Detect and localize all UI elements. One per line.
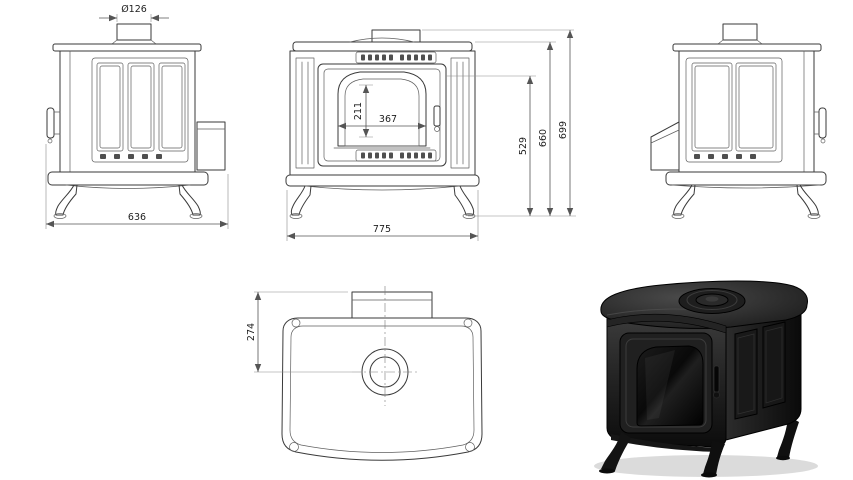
dim-glass-height: 211	[353, 102, 364, 120]
dim-flue-diameter: Ø126	[121, 4, 147, 15]
door-handle-front	[433, 105, 441, 132]
right-side-view	[650, 23, 827, 219]
glass-reflection	[645, 350, 675, 420]
dim-total-height: 699	[558, 121, 569, 139]
side-vent-slots-right	[694, 154, 756, 159]
right-pilaster	[450, 57, 470, 169]
depth-dimension: 636	[45, 144, 229, 229]
dim-door-top-height: 529	[518, 137, 529, 155]
door-front	[317, 63, 447, 167]
bottom-apron-3d	[611, 434, 722, 452]
front-right-leg	[703, 440, 725, 475]
stove-body-right	[672, 43, 822, 173]
height-dimensions: 529 660 699	[422, 29, 576, 217]
stove-product-photo	[594, 280, 818, 478]
door-handle-side	[46, 107, 61, 144]
door-handle-right	[813, 107, 827, 144]
left-side-view: Ø126	[45, 4, 229, 229]
round-cook-lid	[678, 288, 746, 314]
stove-body-side	[52, 43, 202, 173]
flue-opening-top	[352, 286, 418, 406]
stove-body-front	[289, 37, 476, 176]
top-plate-outline	[281, 317, 483, 461]
side-vent-slots	[100, 154, 162, 159]
lower-vent-grille	[355, 149, 437, 162]
base-and-legs-right	[665, 171, 827, 219]
rear-shield-top	[351, 291, 433, 319]
dim-flue-rear-offset: 274	[246, 323, 257, 341]
dim-width: 775	[373, 224, 391, 235]
left-pilaster	[295, 57, 315, 169]
rear-heat-shield-side	[196, 121, 226, 171]
width-dimension: 775	[286, 190, 479, 241]
base-and-legs-side	[47, 171, 209, 219]
front-left-leg	[601, 432, 631, 471]
rear-right-leg	[777, 416, 799, 458]
front-view: 211 367 529 660 699 775	[285, 29, 576, 241]
upper-vent-grille	[355, 51, 437, 64]
front-crown	[606, 313, 727, 334]
top-view: 274	[246, 286, 483, 461]
glass-height-dimension: 211	[353, 84, 373, 138]
corner-scrolls	[289, 318, 475, 452]
flue-diameter-dimension: Ø126	[99, 4, 169, 22]
dim-glass-width: 367	[379, 114, 397, 125]
side-panels-3d	[734, 321, 786, 420]
door-glass	[636, 345, 704, 427]
door-3d	[619, 332, 720, 434]
flue-collar-front	[371, 29, 421, 43]
dim-body-height: 660	[538, 129, 549, 147]
base-and-legs-front	[285, 174, 480, 219]
flue-collar-right	[717, 23, 763, 45]
side-panels	[96, 62, 186, 152]
flue-offset-dimension: 274	[246, 291, 352, 373]
door-handle-3d	[713, 365, 720, 393]
dim-depth: 636	[128, 212, 146, 223]
flue-collar	[111, 23, 157, 45]
rear-heat-shield-right	[650, 121, 680, 171]
side-panels-right	[691, 62, 777, 152]
glass-width-dimension: 367	[338, 114, 426, 130]
top-plate-inner-outline	[289, 325, 475, 453]
